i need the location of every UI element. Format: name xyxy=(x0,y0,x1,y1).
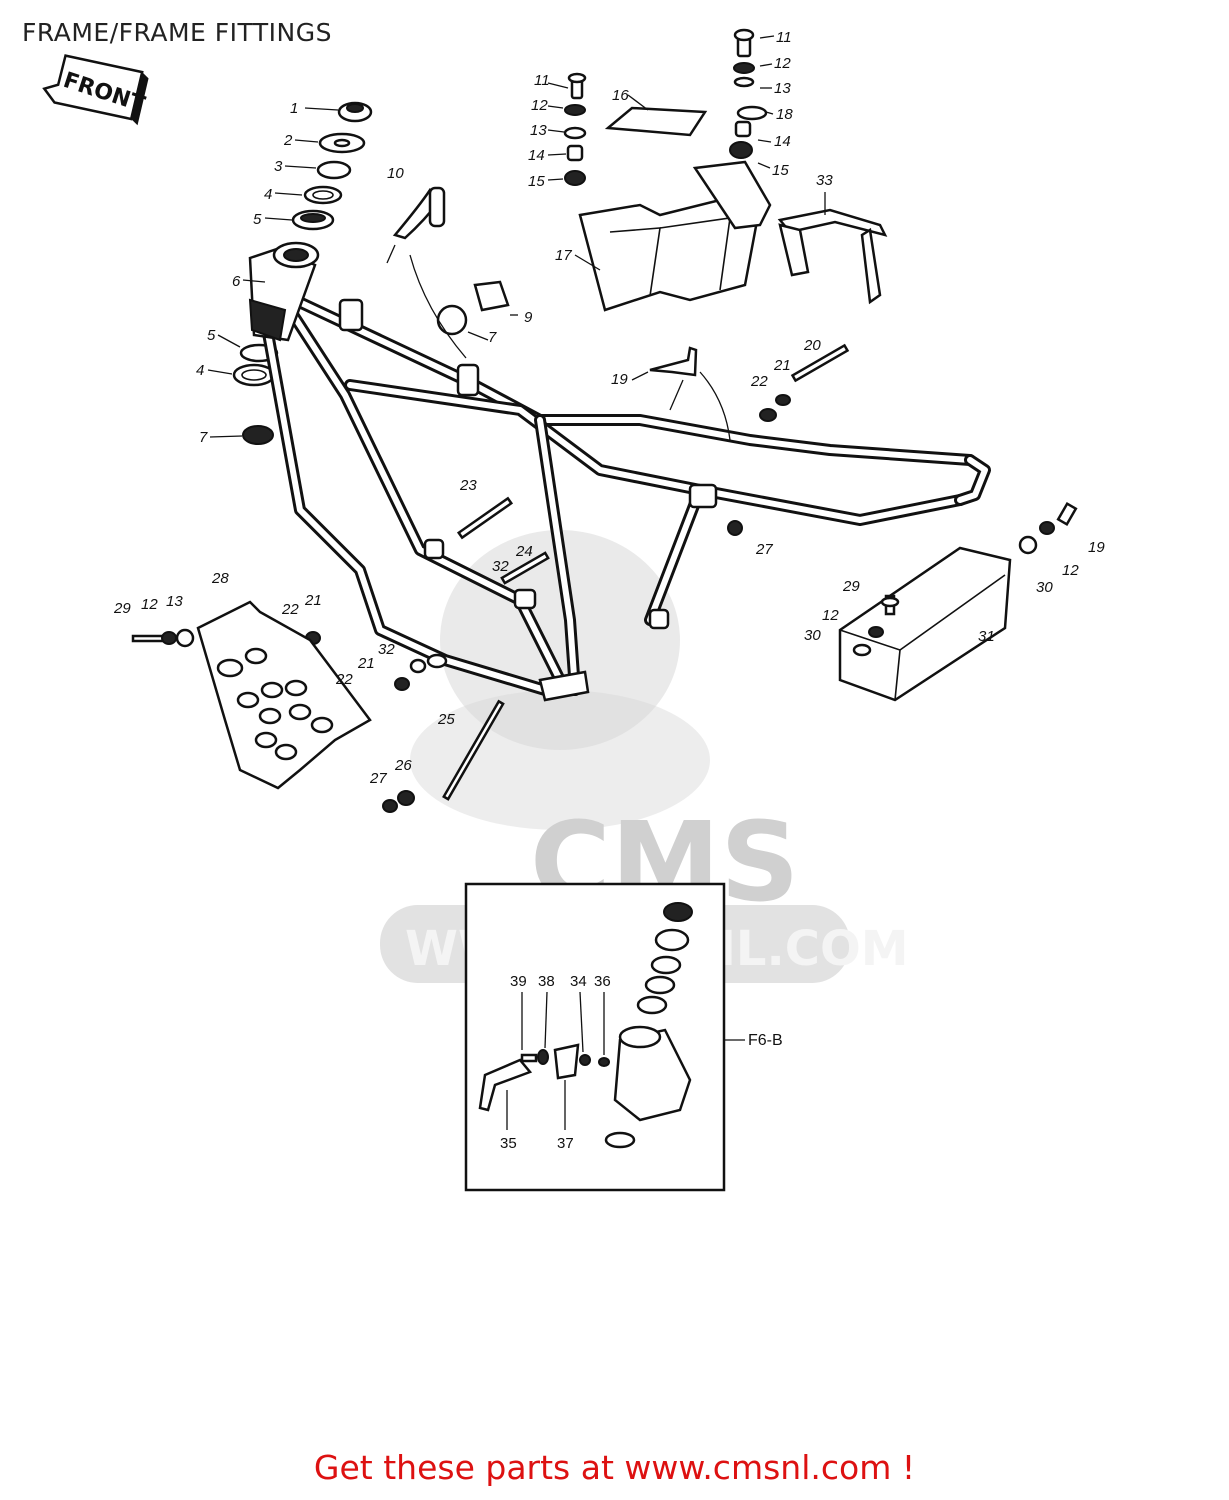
label-9: 9 xyxy=(524,309,533,326)
label-17: 17 xyxy=(555,247,572,264)
main-frame xyxy=(248,241,991,702)
label-28: 28 xyxy=(211,570,229,587)
label-38: 38 xyxy=(538,973,555,990)
label-21c: 21 xyxy=(357,655,375,672)
label-11b: 11 xyxy=(776,29,792,46)
label-31: 31 xyxy=(978,628,995,645)
label-1: 1 xyxy=(290,100,298,117)
label-10: 10 xyxy=(387,165,404,182)
battery-case-parts xyxy=(578,106,888,312)
label-13c: 13 xyxy=(166,593,183,610)
label-4a: 4 xyxy=(264,186,272,203)
label-29b: 29 xyxy=(842,578,860,595)
label-5b: 5 xyxy=(207,327,216,344)
label-14a: 14 xyxy=(528,147,545,164)
label-27b: 27 xyxy=(369,770,387,787)
label-18: 18 xyxy=(776,106,793,123)
label-20: 20 xyxy=(803,337,821,354)
label-13b: 13 xyxy=(774,80,791,97)
label-27a: 27 xyxy=(755,541,773,558)
label-22c: 22 xyxy=(335,671,353,688)
label-22a: 22 xyxy=(750,373,768,390)
label-2: 2 xyxy=(283,132,293,149)
label-12d: 12 xyxy=(1062,562,1079,579)
label-21a: 21 xyxy=(773,357,791,374)
skid-plate xyxy=(196,600,372,790)
label-32b: 32 xyxy=(378,641,395,658)
label-23: 23 xyxy=(459,477,477,494)
label-39: 39 xyxy=(510,973,527,990)
label-24: 24 xyxy=(515,543,533,560)
label-37: 37 xyxy=(557,1135,574,1152)
label-f6b: F6-B xyxy=(748,1032,783,1049)
label-6: 6 xyxy=(232,273,241,290)
label-16: 16 xyxy=(612,87,629,104)
page-title: FRAME/FRAME FITTINGS xyxy=(22,18,332,47)
front-direction-tag: FRONT xyxy=(42,54,149,126)
tool-box xyxy=(838,501,1078,702)
label-12b: 12 xyxy=(774,55,791,72)
label-7b: 7 xyxy=(488,329,497,346)
clip-and-grommets xyxy=(386,186,510,359)
label-21b: 21 xyxy=(304,592,322,609)
label-4b: 4 xyxy=(196,362,204,379)
label-32a: 32 xyxy=(492,558,509,575)
label-26: 26 xyxy=(394,757,412,774)
label-7a: 7 xyxy=(199,429,208,446)
steering-bearing-stack xyxy=(232,101,373,445)
label-19a: 19 xyxy=(611,371,628,388)
ignition-switch-inset xyxy=(464,882,745,1192)
label-13a: 13 xyxy=(530,122,547,139)
part-number-labels: 1 2 3 4 5 6 5 4 7 10 9 7 11 12 13 14 15 … xyxy=(113,29,1105,1152)
label-14b: 14 xyxy=(774,133,791,150)
label-25: 25 xyxy=(437,711,455,728)
label-15b: 15 xyxy=(772,162,789,179)
label-30a: 30 xyxy=(1036,579,1053,596)
leader-lines xyxy=(207,35,826,438)
label-33: 33 xyxy=(816,172,833,189)
label-15a: 15 xyxy=(528,173,545,190)
label-12a: 12 xyxy=(531,97,548,114)
label-34: 34 xyxy=(570,973,587,990)
label-5a: 5 xyxy=(253,211,262,228)
label-29a: 29 xyxy=(113,600,131,617)
label-12e: 12 xyxy=(822,607,839,624)
lower-fasteners xyxy=(131,496,743,813)
label-30b: 30 xyxy=(804,627,821,644)
label-35: 35 xyxy=(500,1135,517,1152)
label-3: 3 xyxy=(274,158,283,175)
upper-fasteners xyxy=(563,28,850,441)
label-12c: 12 xyxy=(141,596,158,613)
label-22b: 22 xyxy=(281,601,299,618)
label-11a: 11 xyxy=(534,72,550,89)
label-19b: 19 xyxy=(1088,539,1105,556)
footer-promo-text: Get these parts at www.cmsnl.com ! xyxy=(313,1448,916,1487)
label-36: 36 xyxy=(594,973,611,990)
